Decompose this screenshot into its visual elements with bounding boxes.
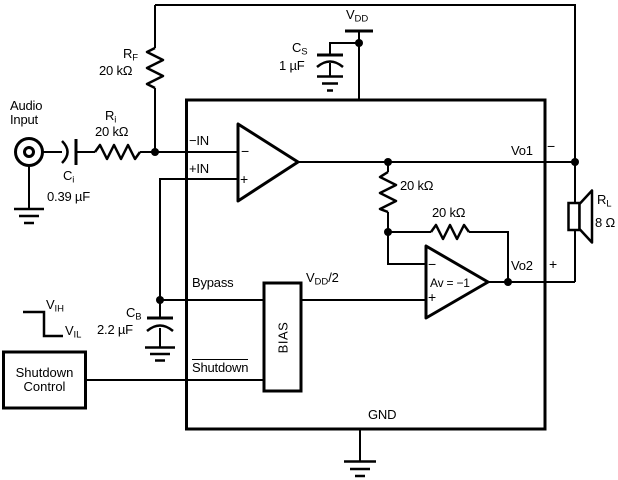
opamp2-triangle <box>424 244 490 320</box>
pin-label-gnd: GND <box>368 407 397 422</box>
opamp1-triangle <box>236 122 300 203</box>
label-cb: CB <box>126 305 142 323</box>
audio-input-label: Audio Input <box>10 98 43 127</box>
speaker-pos-label: + <box>549 256 557 272</box>
opamp2-minus-sign: − <box>428 256 436 272</box>
top-feedback-wire <box>155 4 576 162</box>
resistor-20k-vertical <box>378 170 398 214</box>
opamp2-gain-label: Av = −1 <box>430 276 470 290</box>
pos-in-bypass-wire <box>159 178 264 347</box>
opamp1-minus-sign: − <box>241 143 249 159</box>
ground-symbol-input <box>14 207 44 225</box>
shutdown-control-box <box>2 350 87 410</box>
feedback-resistor-rf <box>145 46 165 90</box>
bias-block-label: BIAS <box>275 321 290 353</box>
opamp1-plus-sign: + <box>240 171 248 187</box>
label-vdd-half: VDD/2 <box>306 270 339 288</box>
label-rf: RF <box>123 46 139 64</box>
label-rl: RL <box>597 192 612 210</box>
junction-dots <box>151 39 579 304</box>
ic-boundary-box <box>185 98 547 431</box>
label-ci-value: 0.39 µF <box>47 189 90 204</box>
opamp2-plus-sign: + <box>428 289 436 305</box>
label-cs-value: 1 µF <box>279 58 305 73</box>
label-vil: VIL <box>65 323 82 341</box>
pin-label-vo1: Vo1 <box>511 143 533 158</box>
label-vih: VIH <box>46 297 64 315</box>
ground-symbol-cs <box>317 75 343 92</box>
resistor-20k-horizontal <box>429 223 471 241</box>
pin-label-shutdown: Shutdown <box>192 359 249 375</box>
input-resistor-ri <box>93 143 142 161</box>
pin-label-vo2: Vo2 <box>511 258 533 273</box>
bypass-capacitor-cb <box>146 316 174 332</box>
pin-label-pos-in: +IN <box>189 161 209 176</box>
label-rf-value: 20 kΩ <box>99 63 133 78</box>
ground-symbol-cb <box>145 346 175 362</box>
opamp2-neg-wire <box>387 232 426 265</box>
label-r2-value: 20 kΩ <box>432 205 466 220</box>
speaker-neg-label: − <box>547 138 555 154</box>
supply-capacitor-cs <box>316 53 344 68</box>
label-cs: CS <box>292 40 308 58</box>
ground-symbol-ic <box>344 460 376 478</box>
bias-block-box <box>262 281 303 393</box>
label-ri: Ri <box>105 108 117 126</box>
input-capacitor-ci <box>61 139 78 165</box>
pin-label-bypass: Bypass <box>192 275 234 290</box>
vdd-stem <box>329 31 360 100</box>
logic-waveform-icon <box>23 310 63 338</box>
label-rl-value: 8 Ω <box>595 215 615 230</box>
r2-feedback-wire <box>388 231 509 282</box>
shutdown-control-label: Shutdown Control <box>15 365 74 394</box>
pin-label-neg-in: −IN <box>189 133 209 148</box>
label-vdd: VDD <box>346 7 369 25</box>
label-cb-value: 2.2 µF <box>97 322 133 337</box>
audio-input-jack-icon <box>14 137 44 167</box>
speaker-icon <box>567 189 594 244</box>
label-ci: Ci <box>63 168 75 186</box>
label-ri-value: 20 kΩ <box>95 124 129 139</box>
label-r1-value: 20 kΩ <box>400 178 434 193</box>
